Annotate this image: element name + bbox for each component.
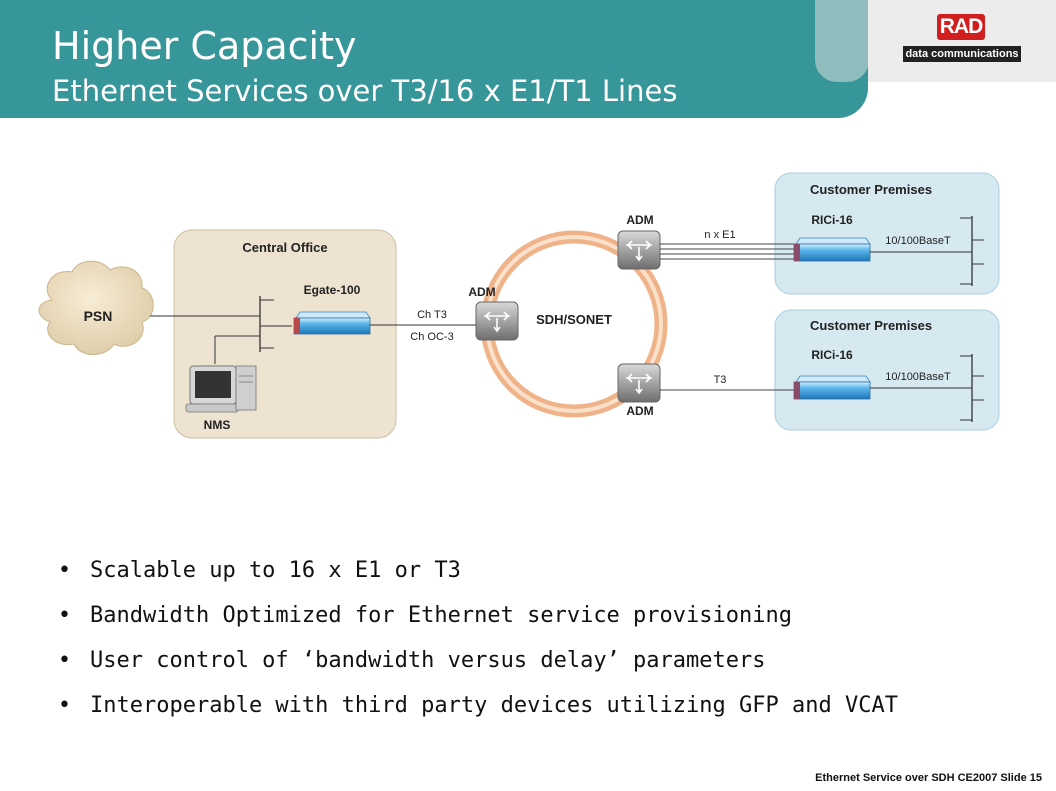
- adm-top: [617, 230, 661, 270]
- bullet-dot-icon: •: [58, 558, 71, 583]
- header-band: [0, 0, 868, 118]
- nms-label: NMS: [204, 418, 231, 432]
- psn-label: PSN: [84, 308, 113, 324]
- bullet-dot-icon: •: [58, 603, 71, 628]
- slide-footer: Ethernet Service over SDH CE2007 Slide 1…: [815, 772, 1042, 784]
- customer-premises-box-1: [774, 172, 1000, 295]
- rad-logo: RAD: [937, 14, 985, 40]
- port-label-bottom: 10/100BaseT: [885, 371, 951, 383]
- rici-label-top: RICi-16: [811, 213, 853, 227]
- bullet-dot-icon: •: [58, 648, 71, 673]
- rici-16-device-bottom: [793, 375, 871, 400]
- adm-label-top: ADM: [626, 213, 653, 227]
- link-ch-t3: Ch T3: [417, 309, 447, 321]
- bullet-item: •Scalable up to 16 x E1 or T3: [58, 548, 898, 593]
- rad-logo-subtext: data communications: [903, 46, 1021, 62]
- bullet-item: •Bandwidth Optimized for Ethernet servic…: [58, 593, 898, 638]
- port-label-top: 10/100BaseT: [885, 235, 951, 247]
- header-accent: [815, 0, 869, 82]
- customer-premises-title-2: Customer Premises: [810, 318, 932, 333]
- adm-bottom: [617, 363, 661, 403]
- rici-16-device-top: [793, 237, 871, 262]
- adm-left: [475, 301, 519, 341]
- lan-bus-bottom: [960, 354, 984, 422]
- slide-title: Higher Capacity: [52, 24, 357, 68]
- bullet-list: •Scalable up to 16 x E1 or T3 •Bandwidth…: [58, 548, 898, 728]
- lan-bus-top: [960, 216, 984, 286]
- egate-label: Egate-100: [304, 283, 361, 297]
- psn-cloud: [38, 260, 154, 355]
- bullet-item: •Interoperable with third party devices …: [58, 683, 898, 728]
- ring-label: SDH/SONET: [536, 312, 612, 327]
- bullet-dot-icon: •: [58, 693, 71, 718]
- link-n-x-e1: n x E1: [704, 229, 735, 241]
- egate-100-device: [293, 311, 371, 335]
- customer-premises-box-2: [774, 309, 1000, 431]
- bullet-item: •User control of ‘bandwidth versus delay…: [58, 638, 898, 683]
- adm-label-bottom: ADM: [626, 404, 653, 418]
- link-t3: T3: [714, 374, 727, 386]
- n-x-e1-links: [660, 243, 796, 260]
- rici-label-bottom: RICi-16: [811, 348, 853, 362]
- customer-premises-title-1: Customer Premises: [810, 182, 932, 197]
- adm-label-left: ADM: [468, 285, 495, 299]
- central-office-title: Central Office: [242, 240, 327, 255]
- nms-computer-icon: [185, 365, 257, 413]
- logo-area: [868, 0, 1056, 82]
- slide-subtitle: Ethernet Services over T3/16 x E1/T1 Lin…: [52, 74, 678, 108]
- network-diagram: Central Office Customer Premises Custome…: [38, 172, 1000, 439]
- link-ch-oc3: Ch OC-3: [410, 331, 453, 343]
